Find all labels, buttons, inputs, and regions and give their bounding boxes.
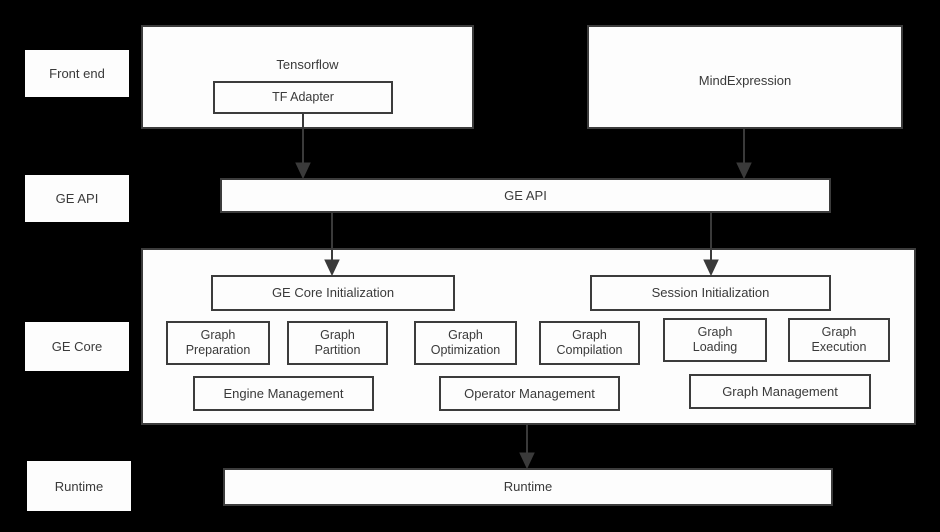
graph-loading-box[interactable]: Graph Loading [663, 318, 767, 362]
ge-core-initialization-box[interactable]: GE Core Initialization [211, 275, 455, 311]
stage-label-ge-core: GE Core [25, 322, 129, 371]
tensorflow-title: Tensorflow [276, 57, 339, 72]
operator-management-box[interactable]: Operator Management [439, 376, 620, 411]
graph-management-box[interactable]: Graph Management [689, 374, 871, 409]
session-initialization-box[interactable]: Session Initialization [590, 275, 831, 311]
mindexpression-title: MindExpression [698, 73, 792, 88]
ge-api-bar[interactable]: GE API [220, 178, 831, 213]
mindexpression-container[interactable]: MindExpression [587, 25, 903, 129]
graph-compilation-box[interactable]: Graph Compilation [539, 321, 640, 365]
graph-optimization-box[interactable]: Graph Optimization [414, 321, 517, 365]
stage-label-front-end: Front end [25, 50, 129, 97]
graph-preparation-box[interactable]: Graph Preparation [166, 321, 270, 365]
tf-adapter-box[interactable]: TF Adapter [213, 81, 393, 114]
runtime-bar[interactable]: Runtime [223, 468, 833, 506]
engine-management-box[interactable]: Engine Management [193, 376, 374, 411]
graph-partition-box[interactable]: Graph Partition [287, 321, 388, 365]
stage-label-runtime: Runtime [27, 461, 131, 511]
graph-execution-box[interactable]: Graph Execution [788, 318, 890, 362]
stage-label-ge-api: GE API [25, 175, 129, 222]
